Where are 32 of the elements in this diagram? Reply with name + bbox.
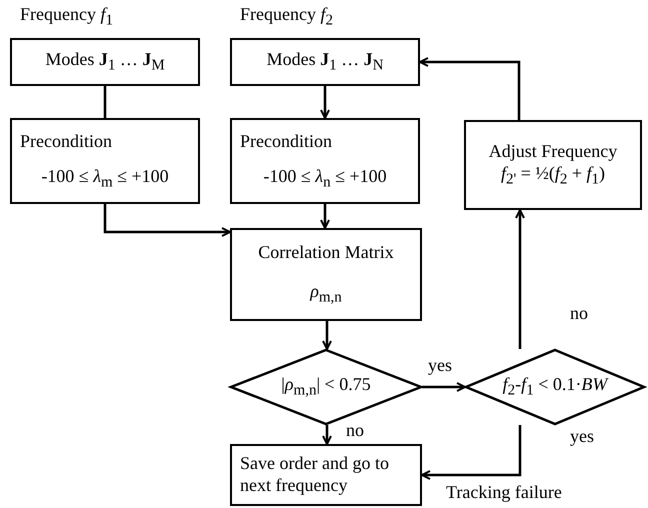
decision-diamond	[465, 349, 645, 425]
note-label: Tracking failure	[446, 483, 562, 501]
box-text: ρ$_{m,n}$	[310, 280, 342, 307]
box-heading: Precondition	[20, 130, 112, 152]
arrow	[320, 204, 330, 229]
box-text: Save order and go to next frequency	[240, 453, 390, 497]
box-heading: Correlation Matrix	[258, 242, 394, 264]
arrow	[419, 57, 520, 120]
arrow	[322, 321, 332, 350]
frequency-heading: Frequency f$_{1}$	[20, 4, 113, 30]
frequency-heading: Frequency f$_{2}$	[240, 4, 333, 30]
box-text: Modes J$_{1}$ … J$_{M}$	[45, 49, 165, 75]
box-text: Modes J$_{1}$ … J$_{N}$	[266, 49, 384, 75]
arrow	[422, 382, 466, 392]
arrow	[322, 425, 332, 445]
process-box	[230, 118, 420, 204]
box-text: f$_{2'}$ = ½(f$_{2}$ + f$_{1}$)	[500, 163, 606, 189]
box-text: -100 ≤ λ$_{m}$ ≤ +100	[41, 166, 169, 192]
process-box	[230, 228, 422, 321]
arrow	[320, 86, 330, 119]
process-box	[464, 120, 642, 210]
process-box	[10, 118, 200, 204]
condition-text: |ρ$_{m,n}$| < 0.75	[281, 374, 371, 400]
condition-text: f$_{2}$-f$_{1}$ < 0.1·BW	[502, 374, 608, 400]
process-box	[230, 444, 422, 506]
box-heading: Adjust Frequency	[488, 141, 618, 163]
arrow	[515, 209, 525, 349]
arrow	[421, 425, 522, 480]
arrow	[104, 204, 231, 237]
box-heading: Precondition	[240, 130, 332, 152]
box-text: -100 ≤ λ$_{n}$ ≤ +100	[263, 166, 387, 192]
decision-diamond	[230, 349, 422, 425]
